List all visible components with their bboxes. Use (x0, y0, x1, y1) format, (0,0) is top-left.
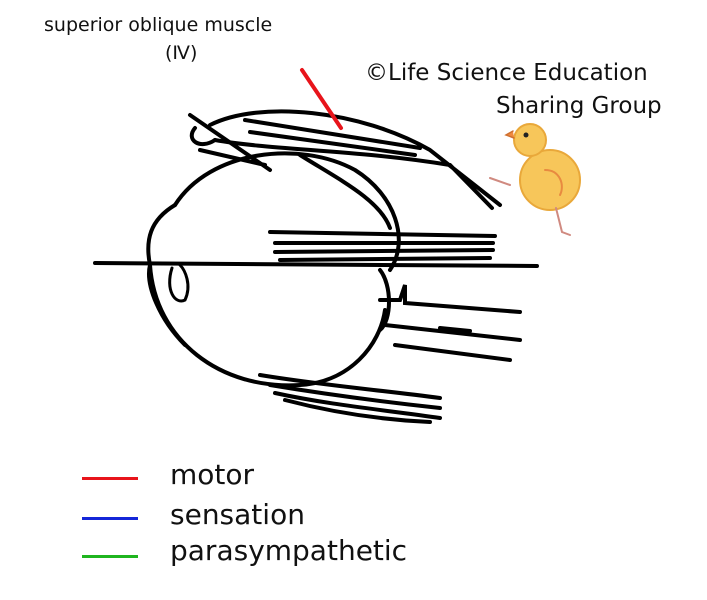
optic-nerve-sheath (378, 268, 391, 332)
copyright-line1: ©Life Science Education (365, 60, 648, 86)
chick-mascot-icon (489, 123, 581, 236)
rectus-muscle (268, 230, 497, 262)
lens (168, 263, 190, 303)
copyright-line2: Sharing Group (496, 93, 662, 119)
optic-nerve (378, 284, 522, 362)
legend-label-parasympathetic: parasympathetic (170, 534, 408, 567)
eyeball-lower (148, 263, 387, 388)
legend-label-motor: motor (170, 458, 255, 491)
superior-oblique-muscle (208, 109, 502, 210)
legend-swatch-sensation (82, 517, 138, 520)
connector (298, 153, 392, 230)
muscle-label: superior oblique muscle (44, 14, 273, 36)
inferior-muscle (258, 373, 442, 424)
legend-swatch-parasympathetic (82, 555, 138, 558)
horizontal-axis (93, 261, 539, 268)
nerve-number-label: (Ⅳ) (165, 42, 198, 64)
cornea (146, 203, 187, 347)
motor-nerve-line (300, 68, 343, 130)
trochlea (188, 113, 272, 172)
legend-label-sensation: sensation (170, 498, 305, 531)
legend-swatch-motor (82, 477, 138, 480)
